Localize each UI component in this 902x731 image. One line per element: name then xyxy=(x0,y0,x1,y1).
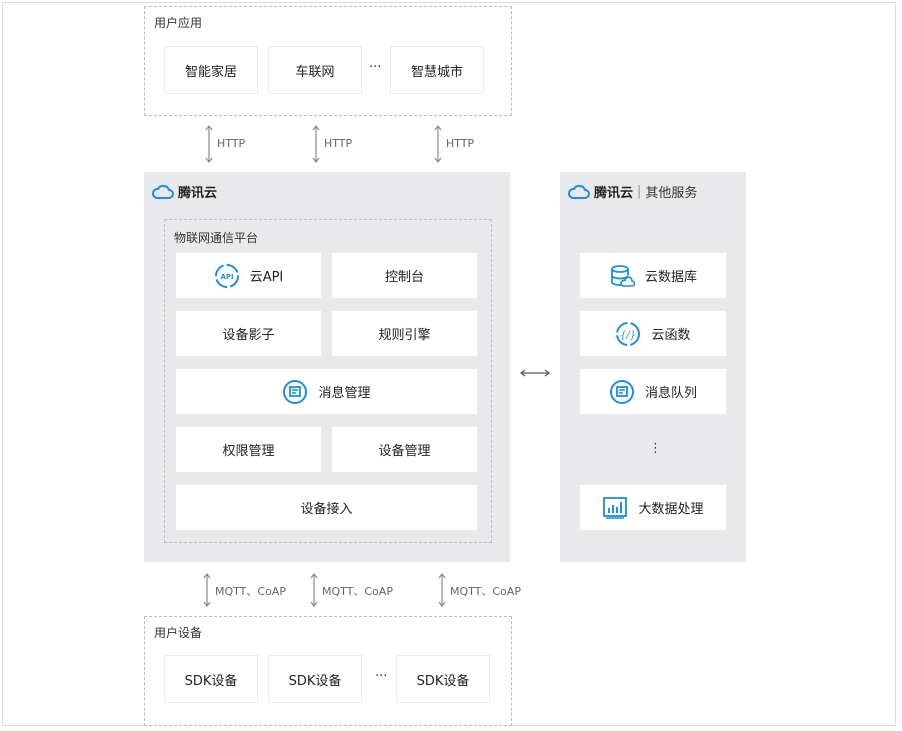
queue-icon xyxy=(609,379,634,404)
iot-platform-group xyxy=(164,219,492,543)
tencent-cloud-logo-icon xyxy=(568,184,590,199)
message-mgmt-label: 消息管理 xyxy=(318,386,371,401)
mqtt-label-2: MQTT、CoAP xyxy=(322,585,393,598)
svg-text:{/}: {/} xyxy=(620,330,636,341)
message-queue-card: 消息队列 xyxy=(579,368,727,415)
database-icon xyxy=(611,264,635,287)
bar-chart-icon xyxy=(603,496,628,519)
devices-ellipsis: ··· xyxy=(375,669,388,684)
bidirectional-arrow xyxy=(520,369,550,377)
permission-mgmt-card: 权限管理 xyxy=(175,426,322,473)
big-data-card: 大数据处理 xyxy=(579,484,727,531)
apps-ellipsis: ··· xyxy=(369,60,382,75)
other-services-title: 其他服务 xyxy=(645,186,698,201)
app-smart-city: 智慧城市 xyxy=(390,46,484,94)
message-mgmt-card: 消息管理 xyxy=(175,368,478,415)
sdk-device-3: SDK设备 xyxy=(396,655,490,703)
mqtt-arrow-2 xyxy=(310,573,318,607)
http-arrow-3 xyxy=(434,125,442,163)
tencent-cloud-brand: 腾讯云 xyxy=(152,182,217,201)
other-services-brand-text: 腾讯云 xyxy=(594,186,634,201)
rule-engine-card: 规则引擎 xyxy=(331,310,478,357)
svg-text:API: API xyxy=(220,273,233,281)
tencent-cloud-logo-icon xyxy=(152,184,174,199)
http-arrow-2 xyxy=(312,125,320,163)
sdk-device-1: SDK设备 xyxy=(164,655,258,703)
tencent-cloud-brand-text: 腾讯云 xyxy=(178,186,218,201)
mqtt-arrow-1 xyxy=(203,573,211,607)
function-icon: {/} xyxy=(616,321,641,346)
device-shadow-card: 设备影子 xyxy=(175,310,322,357)
user-apps-title: 用户应用 xyxy=(154,16,203,30)
api-icon: API xyxy=(214,263,239,288)
other-services-brand: 腾讯云 | 其他服务 xyxy=(568,182,697,201)
http-arrow-1 xyxy=(205,125,213,163)
http-label-1: HTTP xyxy=(217,137,246,150)
cloud-function-label: 云函数 xyxy=(651,328,691,343)
console-card: 控制台 xyxy=(331,252,478,299)
cloud-function-card: {/} 云函数 xyxy=(579,310,727,357)
app-smart-home: 智能家居 xyxy=(164,46,258,94)
message-queue-label: 消息队列 xyxy=(644,386,697,401)
iot-platform-title: 物联网通信平台 xyxy=(174,231,259,245)
cloud-db-card: 云数据库 xyxy=(579,252,727,299)
app-connected-car: 车联网 xyxy=(268,46,362,94)
device-access-card: 设备接入 xyxy=(175,484,478,531)
mqtt-label-3: MQTT、CoAP xyxy=(450,585,521,598)
http-label-2: HTTP xyxy=(324,137,353,150)
services-ellipsis: ⋮ xyxy=(649,441,662,456)
http-label-3: HTTP xyxy=(446,137,475,150)
user-devices-title: 用户设备 xyxy=(154,626,203,640)
sdk-device-2: SDK设备 xyxy=(268,655,362,703)
cloud-api-label: 云API xyxy=(249,270,284,285)
cloud-db-label: 云数据库 xyxy=(644,270,697,285)
big-data-label: 大数据处理 xyxy=(638,502,704,517)
device-mgmt-card: 设备管理 xyxy=(331,426,478,473)
message-icon xyxy=(283,379,308,404)
brand-separator: | xyxy=(637,184,642,199)
mqtt-arrow-3 xyxy=(438,573,446,607)
cloud-api-card: API 云API xyxy=(175,252,322,299)
mqtt-label-1: MQTT、CoAP xyxy=(215,585,286,598)
